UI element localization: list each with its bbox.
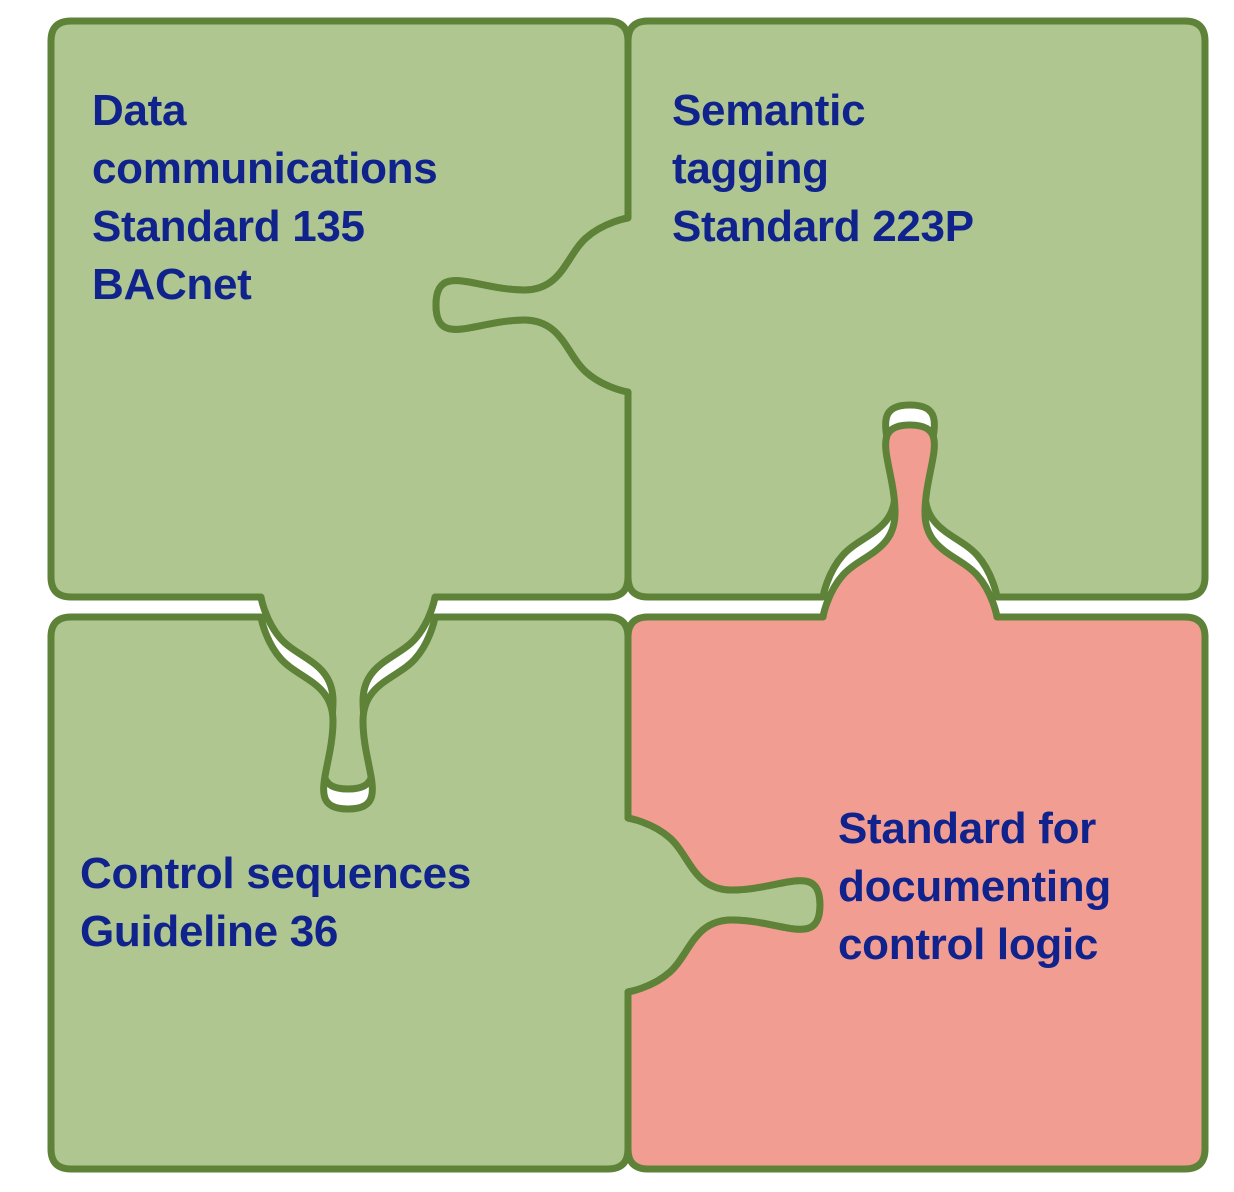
piece-bottom-right-shape	[624, 421, 1209, 1173]
piece-top-right-shape	[432, 17, 1209, 601]
